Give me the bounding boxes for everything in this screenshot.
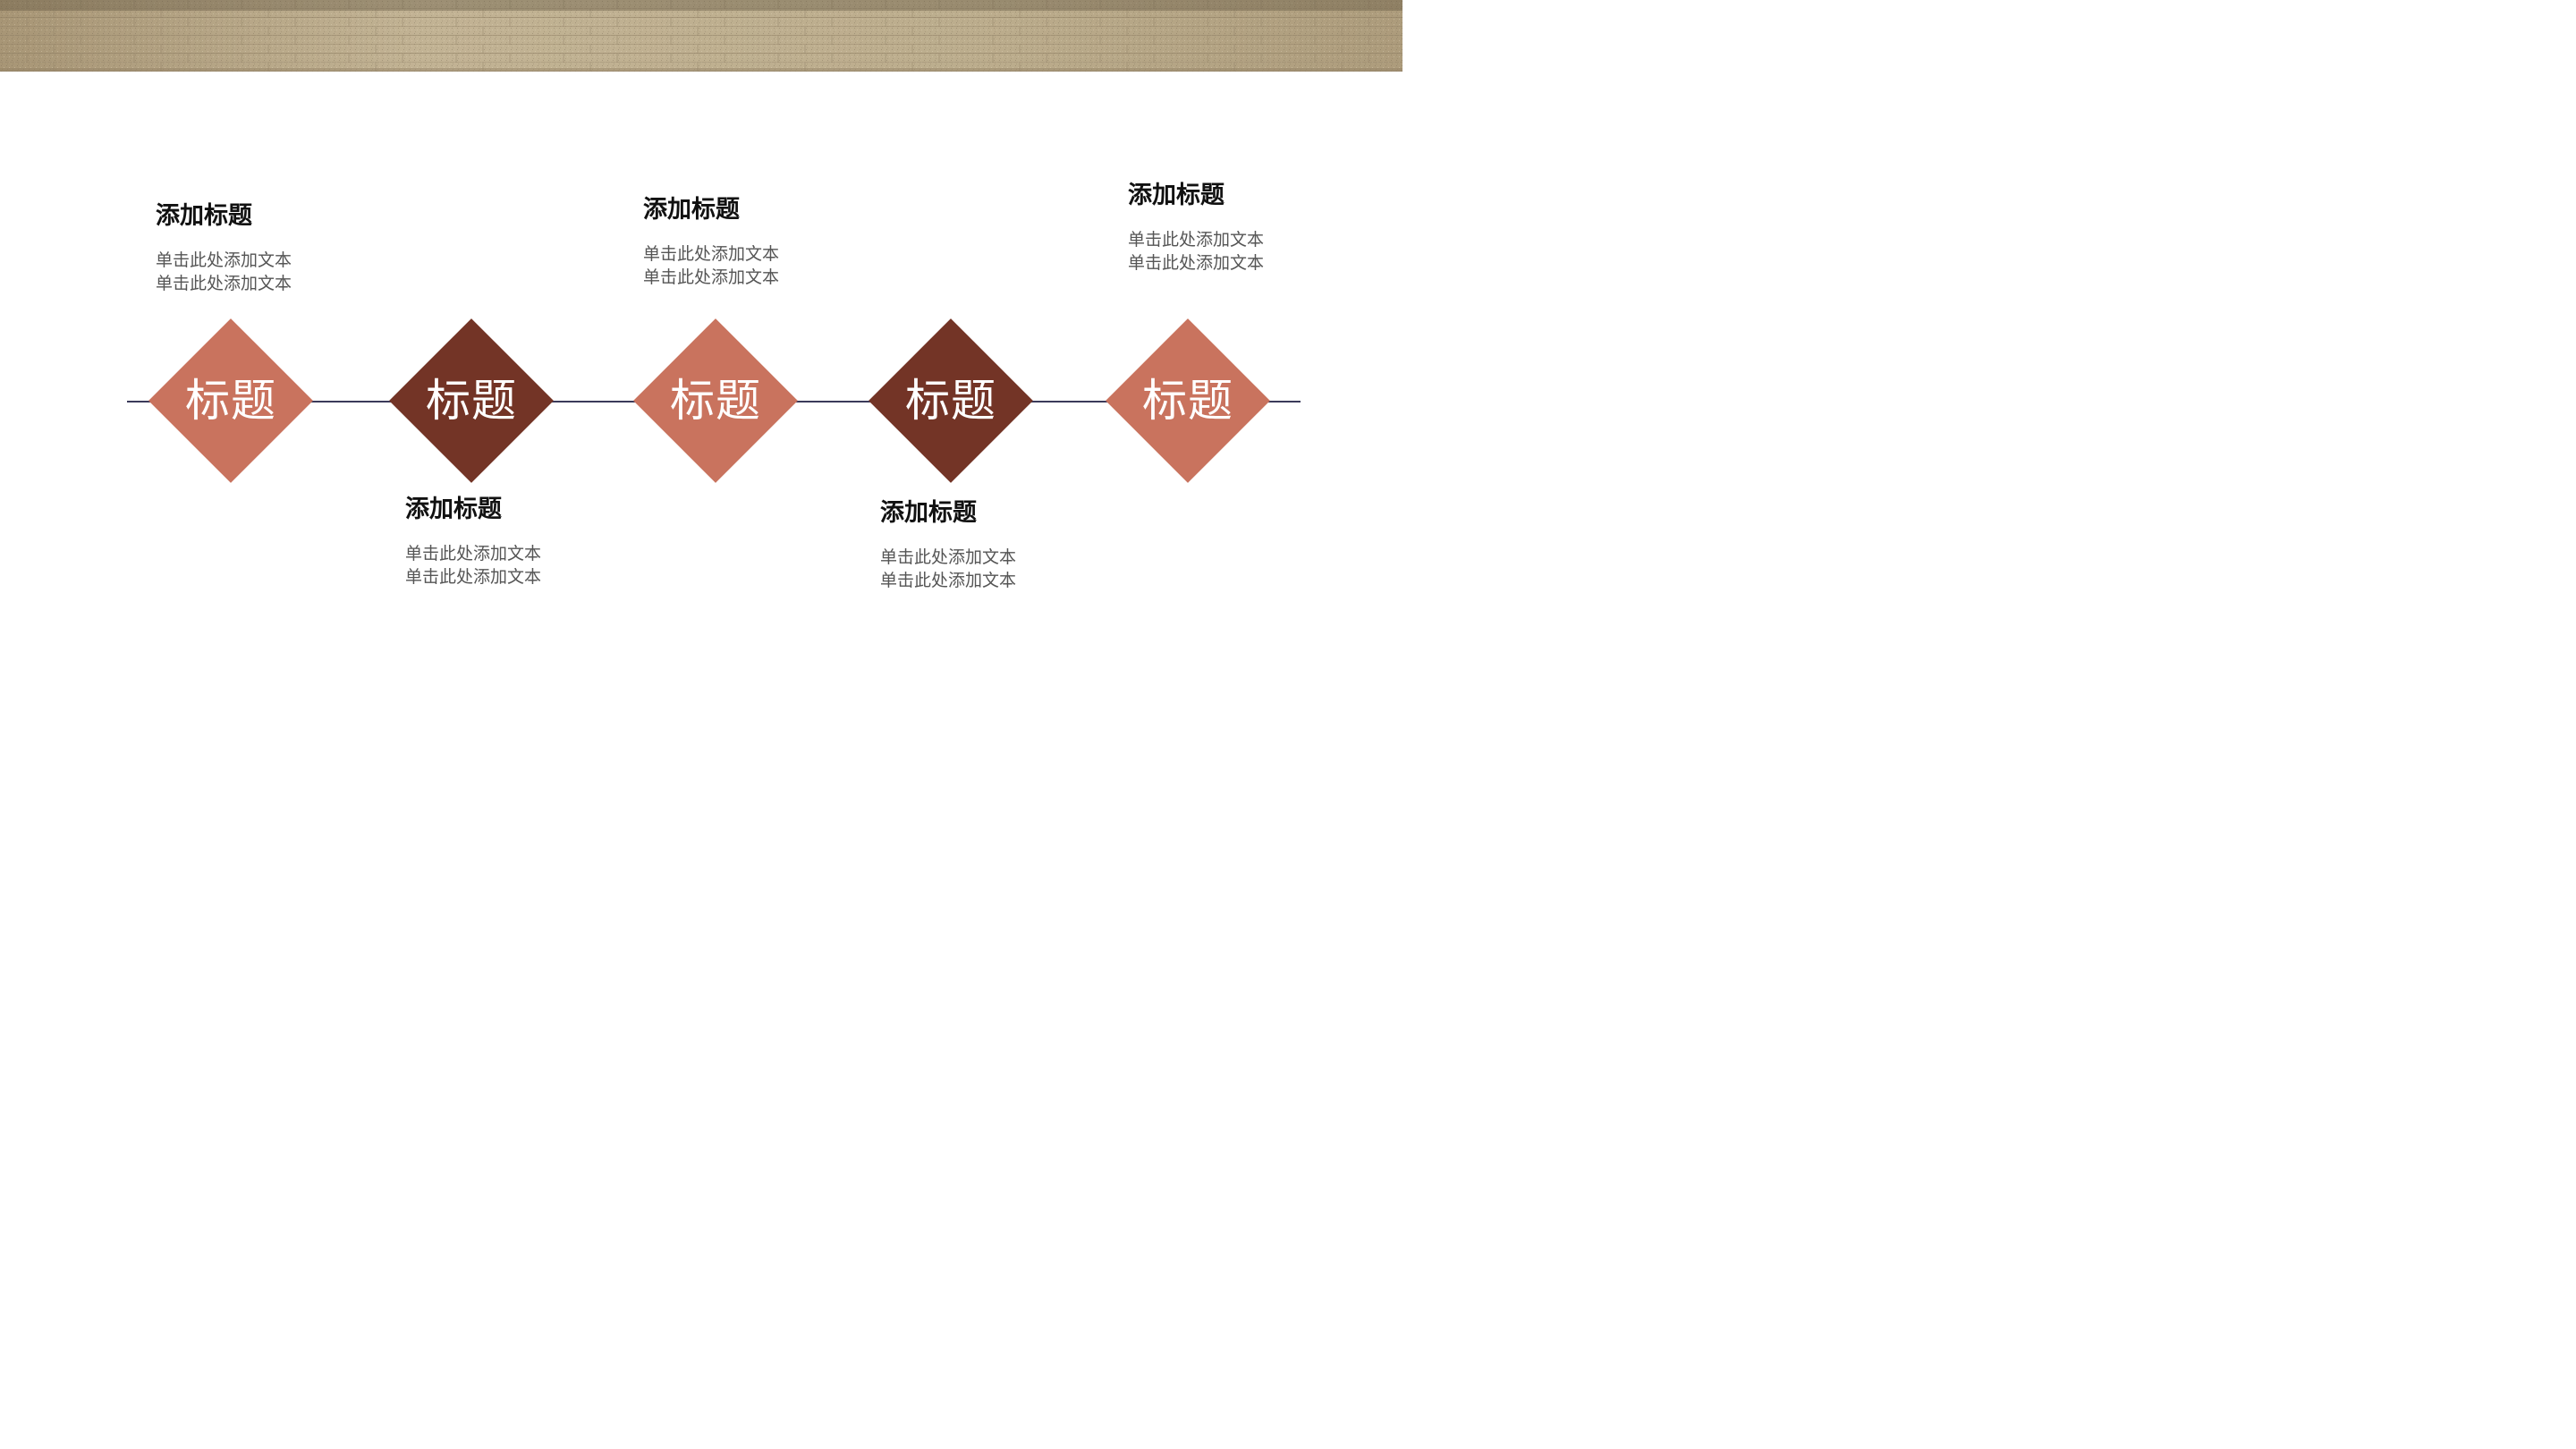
diamond-label: 标题 <box>185 375 276 427</box>
block-body-line: 单击此处添加文本 <box>880 547 1017 567</box>
block-body-line: 单击此处添加文本 <box>405 544 542 564</box>
diamond-node-1: 标题 <box>148 318 313 483</box>
block-heading: 添加标题 <box>405 496 502 523</box>
block-body-line: 单击此处添加文本 <box>643 244 780 264</box>
text-block-2: 添加标题 单击此处添加文本 单击此处添加文本 <box>405 496 638 589</box>
block-heading: 添加标题 <box>643 196 740 224</box>
block-heading: 添加标题 <box>156 202 252 230</box>
text-block-4: 添加标题 单击此处添加文本 单击此处添加文本 <box>880 499 1113 592</box>
diamond-label: 标题 <box>670 375 761 427</box>
text-block-3: 添加标题 单击此处添加文本 单击此处添加文本 <box>643 196 876 289</box>
text-block-1: 添加标题 单击此处添加文本 单击此处添加文本 <box>156 202 388 295</box>
diamond-node-2: 标题 <box>389 318 554 483</box>
block-body-line: 单击此处添加文本 <box>643 267 780 287</box>
text-block-5: 添加标题 单击此处添加文本 单击此处添加文本 <box>1128 182 1360 275</box>
block-heading: 添加标题 <box>1128 182 1224 209</box>
slide: 标题 标题 标题 标题 标题 添加标题 单击此处添加文本 单击此处添加文本 添加… <box>0 0 1402 789</box>
block-body-line: 单击此处添加文本 <box>405 567 542 587</box>
diamond-node-5: 标题 <box>1106 318 1270 483</box>
diamond-label: 标题 <box>1142 375 1233 427</box>
block-body-line: 单击此处添加文本 <box>1128 230 1265 250</box>
diamond-node-3: 标题 <box>633 318 798 483</box>
diamond-label: 标题 <box>426 375 517 427</box>
stone-banner <box>0 0 1402 72</box>
block-heading: 添加标题 <box>880 499 977 527</box>
block-body-line: 单击此处添加文本 <box>880 571 1017 590</box>
diamond-node-4: 标题 <box>869 318 1033 483</box>
diamond-label: 标题 <box>905 375 996 427</box>
block-body-line: 单击此处添加文本 <box>156 274 292 293</box>
block-body-line: 单击此处添加文本 <box>1128 253 1265 273</box>
block-body-line: 单击此处添加文本 <box>156 250 292 270</box>
